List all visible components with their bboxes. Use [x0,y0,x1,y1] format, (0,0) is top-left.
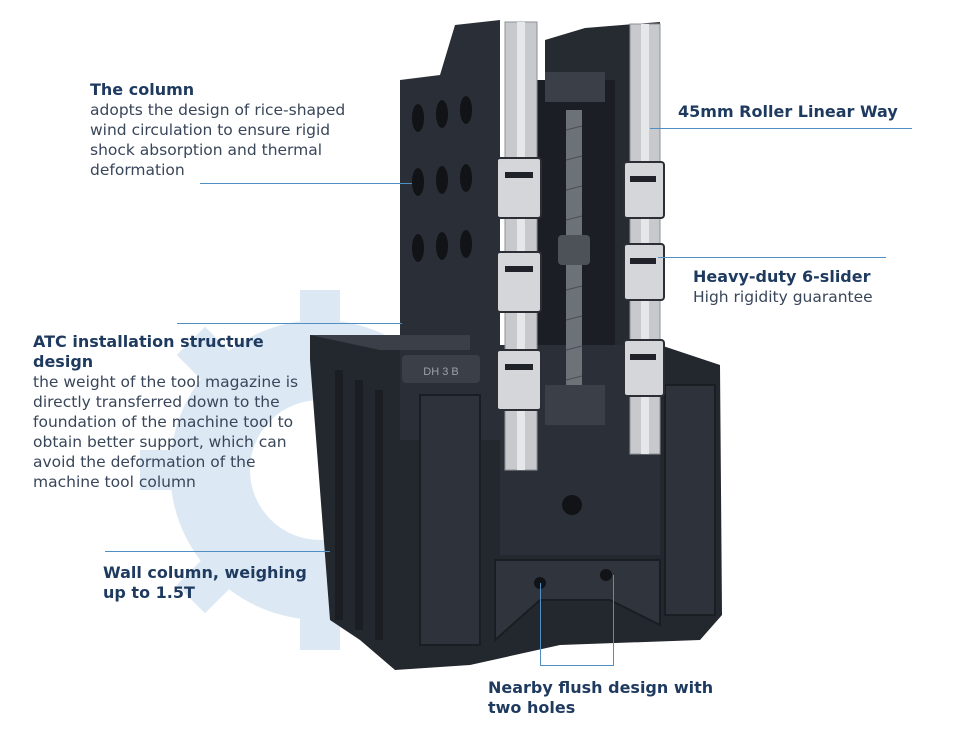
label-holes: Nearby flush design with two holes [488,678,748,718]
label-column-line-2: wind circulation to ensure rigid [90,121,331,139]
label-slider-title: Heavy-duty 6-slider [693,267,871,286]
leader-line-holes-a [540,583,541,666]
label-slider: Heavy-duty 6-slider High rigidity guaran… [693,267,943,307]
leader-line-wall [105,551,330,552]
label-atc-title-1: ATC installation structure [33,332,264,351]
label-linear-way-title: 45mm Roller Linear Way [678,102,898,121]
leader-line-column [200,183,412,184]
label-column-line-4: deformation [90,161,185,179]
label-atc-line-3: foundation of the machine tool to [33,413,294,431]
label-column-title: The column [90,80,195,99]
label-column-line-1: adopts the design of rice-shaped [90,101,346,119]
label-atc-title-2: design [33,352,94,371]
label-column-line-3: shock absorption and thermal [90,141,323,159]
leader-line-holes-c [540,665,614,666]
label-holes-title-2: two holes [488,698,576,717]
leader-line-atc [177,323,402,324]
label-atc-line-4: obtain better support, which can [33,433,287,451]
label-atc-line-2: directly transferred down to the [33,393,280,411]
label-atc-line-6: machine tool column [33,473,196,491]
label-wall: Wall column, weighing up to 1.5T [103,563,363,603]
label-wall-title-1: Wall column, weighing [103,563,307,582]
leader-line-linear-way [650,128,912,129]
label-atc-line-5: avoid the deformation of the [33,453,256,471]
label-holes-title-1: Nearby flush design with [488,678,714,697]
label-atc: ATC installation structure design the we… [33,332,333,492]
label-column: The column adopts the design of rice-sha… [90,80,390,180]
casting-plate-text: DH 3 B [423,366,458,378]
label-slider-line-1: High rigidity guarantee [693,288,873,306]
leader-line-slider [658,257,886,258]
label-atc-line-1: the weight of the tool magazine is [33,373,299,391]
label-linear-way: 45mm Roller Linear Way [678,102,958,122]
label-wall-title-2: up to 1.5T [103,583,195,602]
leader-line-holes-b [613,575,614,666]
